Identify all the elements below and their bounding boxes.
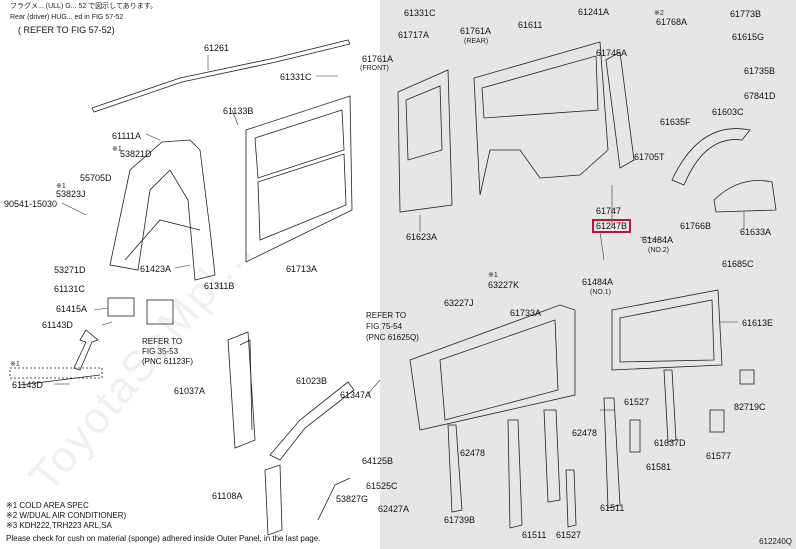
refer-fig-75-54-line2[interactable]: FIG 75-54	[366, 322, 403, 331]
refer-fig-35-53-line2[interactable]: FIG 35-53	[142, 347, 179, 356]
label-61108A[interactable]: 61108A	[212, 491, 243, 501]
label-61685C[interactable]: 61685C	[722, 259, 754, 269]
label-61423A[interactable]: 61423A	[140, 264, 172, 274]
label-90541-15030[interactable]: 90541-15030	[4, 199, 58, 209]
label-61637D[interactable]: 61637D	[654, 438, 686, 448]
front-pillar	[109, 139, 216, 281]
inner-side-panel	[409, 304, 576, 431]
label-61525C[interactable]: 61525C	[366, 481, 398, 491]
label-61613E[interactable]: 61613E	[742, 318, 774, 328]
label-61527-upper[interactable]: 61527	[624, 397, 650, 407]
label-61705T[interactable]: 61705T	[634, 152, 665, 162]
footnote-3: ※3 KDH222,TRH223 ARL,SA	[6, 521, 112, 530]
note-mark-1c: ※1	[10, 361, 20, 368]
label-67841D[interactable]: 67841D	[744, 91, 776, 101]
center-pillar	[227, 331, 256, 449]
header-note-line2: Rear (driver) HUG... ed in FIG 57-52	[10, 14, 124, 21]
refer-fig-75-54-line3[interactable]: (PNC 61625Q)	[366, 333, 419, 342]
header-ref: ( REFER TO FIG 57-52)	[18, 25, 115, 35]
rear-inner-panel	[611, 289, 723, 371]
label-53823J[interactable]: 53823J	[56, 189, 86, 199]
diagram-code: 612240Q	[759, 537, 792, 546]
label-61484A-no2[interactable]: 61484A	[642, 235, 674, 245]
note-no1: (NO.1)	[590, 289, 611, 296]
note-mark-1b: ※1	[56, 183, 66, 190]
note-mark-1d: ※1	[488, 272, 498, 279]
refer-fig-35-53-line3[interactable]: (PNC 61123F)	[142, 357, 193, 366]
label-64125B[interactable]: 64125B	[362, 456, 394, 466]
note-mark-1a: ※1	[112, 146, 122, 153]
label-62478-left[interactable]: 62478	[460, 448, 486, 458]
label-61739B[interactable]: 61739B	[444, 515, 476, 525]
footnote-4: Please check for cush on material (spong…	[6, 534, 321, 543]
label-61623A[interactable]: 61623A	[406, 232, 438, 242]
label-61111A[interactable]: 61111A	[112, 131, 142, 141]
label-61241A[interactable]: 61241A	[578, 7, 610, 17]
label-61511-right[interactable]: 61511	[600, 503, 625, 513]
note-front: (FRONT)	[360, 65, 389, 72]
label-61143D-lower[interactable]: 61143D	[12, 380, 43, 390]
note-no2: (NO.2)	[648, 247, 669, 254]
label-61761A-front[interactable]: 61761A	[362, 54, 394, 64]
label-53271D[interactable]: 53271D	[54, 265, 86, 275]
label-61331C-left[interactable]: 61331C	[280, 72, 312, 82]
label-61511-left[interactable]: 61511	[522, 530, 547, 540]
refer-fig-75-54-line1[interactable]: REFER TO	[366, 311, 407, 320]
label-61713A[interactable]: 61713A	[286, 264, 318, 274]
label-63227J[interactable]: 63227J	[444, 298, 474, 308]
label-61611[interactable]: 61611	[518, 20, 543, 30]
side-outer-panel	[397, 69, 453, 213]
label-61347A[interactable]: 61347A	[340, 390, 372, 400]
quarter-outer-panel	[473, 41, 609, 196]
label-61581[interactable]: 61581	[646, 462, 672, 472]
label-61747[interactable]: 61747	[596, 206, 622, 216]
label-61331C-right[interactable]: 61331C	[404, 8, 436, 18]
label-55705D[interactable]: 55705D	[80, 173, 112, 183]
label-61603C[interactable]: 61603C	[712, 107, 744, 117]
roof-rail-strip	[91, 39, 351, 113]
label-61633A[interactable]: 61633A	[740, 227, 772, 237]
footnote-2: ※2 W/DUAL AIR CONDITIONER)	[6, 511, 127, 520]
footnote-1: ※1 COLD AREA SPEC	[6, 501, 89, 510]
label-61247B-highlighted[interactable]: 61247B	[592, 219, 632, 233]
label-82719C[interactable]: 82719C	[734, 402, 766, 412]
label-61766B[interactable]: 61766B	[680, 221, 712, 231]
label-61143D-upper[interactable]: 61143D	[42, 320, 73, 330]
note-rear: (REAR)	[464, 38, 489, 45]
label-61761A-rear[interactable]: 61761A	[460, 26, 492, 36]
label-62427A[interactable]: 62427A	[378, 504, 410, 514]
label-61131C[interactable]: 61131C	[54, 284, 85, 294]
refer-fig-35-53-line1[interactable]: REFER TO	[142, 337, 183, 346]
label-61773B[interactable]: 61773B	[730, 9, 762, 19]
label-61577[interactable]: 61577	[706, 451, 732, 461]
label-61735B[interactable]: 61735B	[744, 66, 776, 76]
lower-reinforcement	[269, 381, 355, 461]
label-62478-right[interactable]: 62478	[572, 428, 598, 438]
side-panel-left	[245, 95, 353, 263]
label-61023B[interactable]: 61023B	[296, 376, 328, 386]
note-mark-2a: ※2	[654, 10, 664, 17]
label-61615G[interactable]: 61615G	[732, 32, 765, 42]
label-61768A[interactable]: 61768A	[656, 17, 688, 27]
label-63227K[interactable]: 63227K	[488, 280, 520, 290]
header-note-line1: フラグメ... (ULL) G... 52 で図示してあります。	[10, 3, 158, 10]
label-53827G[interactable]: 53827G	[336, 494, 369, 504]
label-61733A[interactable]: 61733A	[510, 308, 542, 318]
label-61635F[interactable]: 61635F	[660, 117, 691, 127]
label-61415A[interactable]: 61415A	[56, 304, 88, 314]
label-53821D[interactable]: 53821D	[120, 149, 152, 159]
label-61745A[interactable]: 61745A	[596, 48, 628, 58]
label-61037A[interactable]: 61037A	[174, 386, 206, 396]
label-61133B[interactable]: 61133B	[223, 106, 254, 116]
label-61484A-no1[interactable]: 61484A	[582, 277, 614, 287]
label-61311B[interactable]: 61311B	[204, 281, 235, 291]
label-61261[interactable]: 61261	[204, 43, 230, 53]
lower-pillar	[264, 464, 283, 536]
label-61717A[interactable]: 61717A	[398, 30, 430, 40]
label-61527-lower[interactable]: 61527	[556, 530, 582, 540]
wheel-arch	[671, 128, 751, 186]
